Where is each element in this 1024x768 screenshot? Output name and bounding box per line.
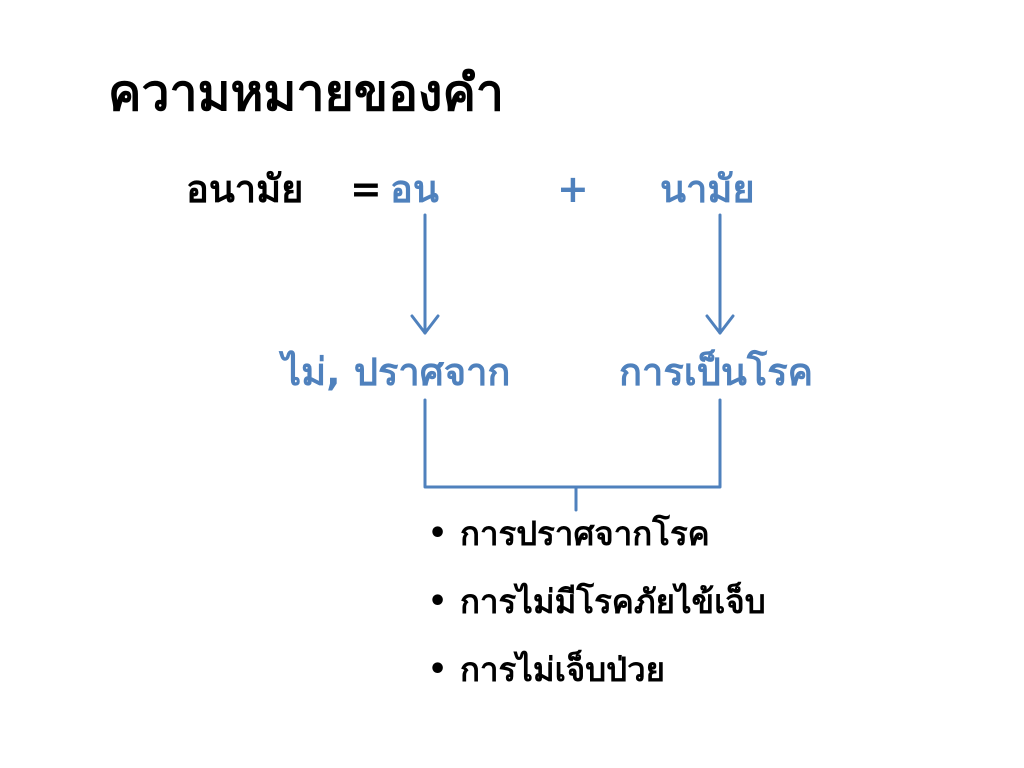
plus-sign: + [557,167,589,211]
list-item: • การปราศจากโรค [428,500,766,568]
bullet-icon: • [428,584,448,619]
slide-title: ความหมายของคำ [108,64,504,122]
arrow-part2-head [705,314,735,335]
word-part-1: อน [390,167,439,211]
meaning-part-1: ไม่, ปราศจาก [282,350,511,394]
list-item-text: การปราศจากโรค [460,514,710,553]
list-item: • การไม่มีโรคภัยไข้เจ็บ [428,568,766,636]
bracket-connector [423,398,722,489]
bullet-icon: • [428,652,448,687]
meaning-list: • การปราศจากโรค • การไม่มีโรคภัยไข้เจ็บ … [428,500,766,704]
arrow-part1-head [410,314,440,335]
meaning-part-2: การเป็นโรค [619,350,814,394]
word-part-2: นามัย [660,167,755,211]
equals-sign: = [350,167,382,211]
list-item: • การไม่เจ็บป่วย [428,636,766,704]
list-item-text: การไม่มีโรคภัยไข้เจ็บ [460,582,766,621]
word-term: อนามัย [186,167,304,211]
list-item-text: การไม่เจ็บป่วย [460,650,665,689]
bullet-icon: • [428,516,448,551]
